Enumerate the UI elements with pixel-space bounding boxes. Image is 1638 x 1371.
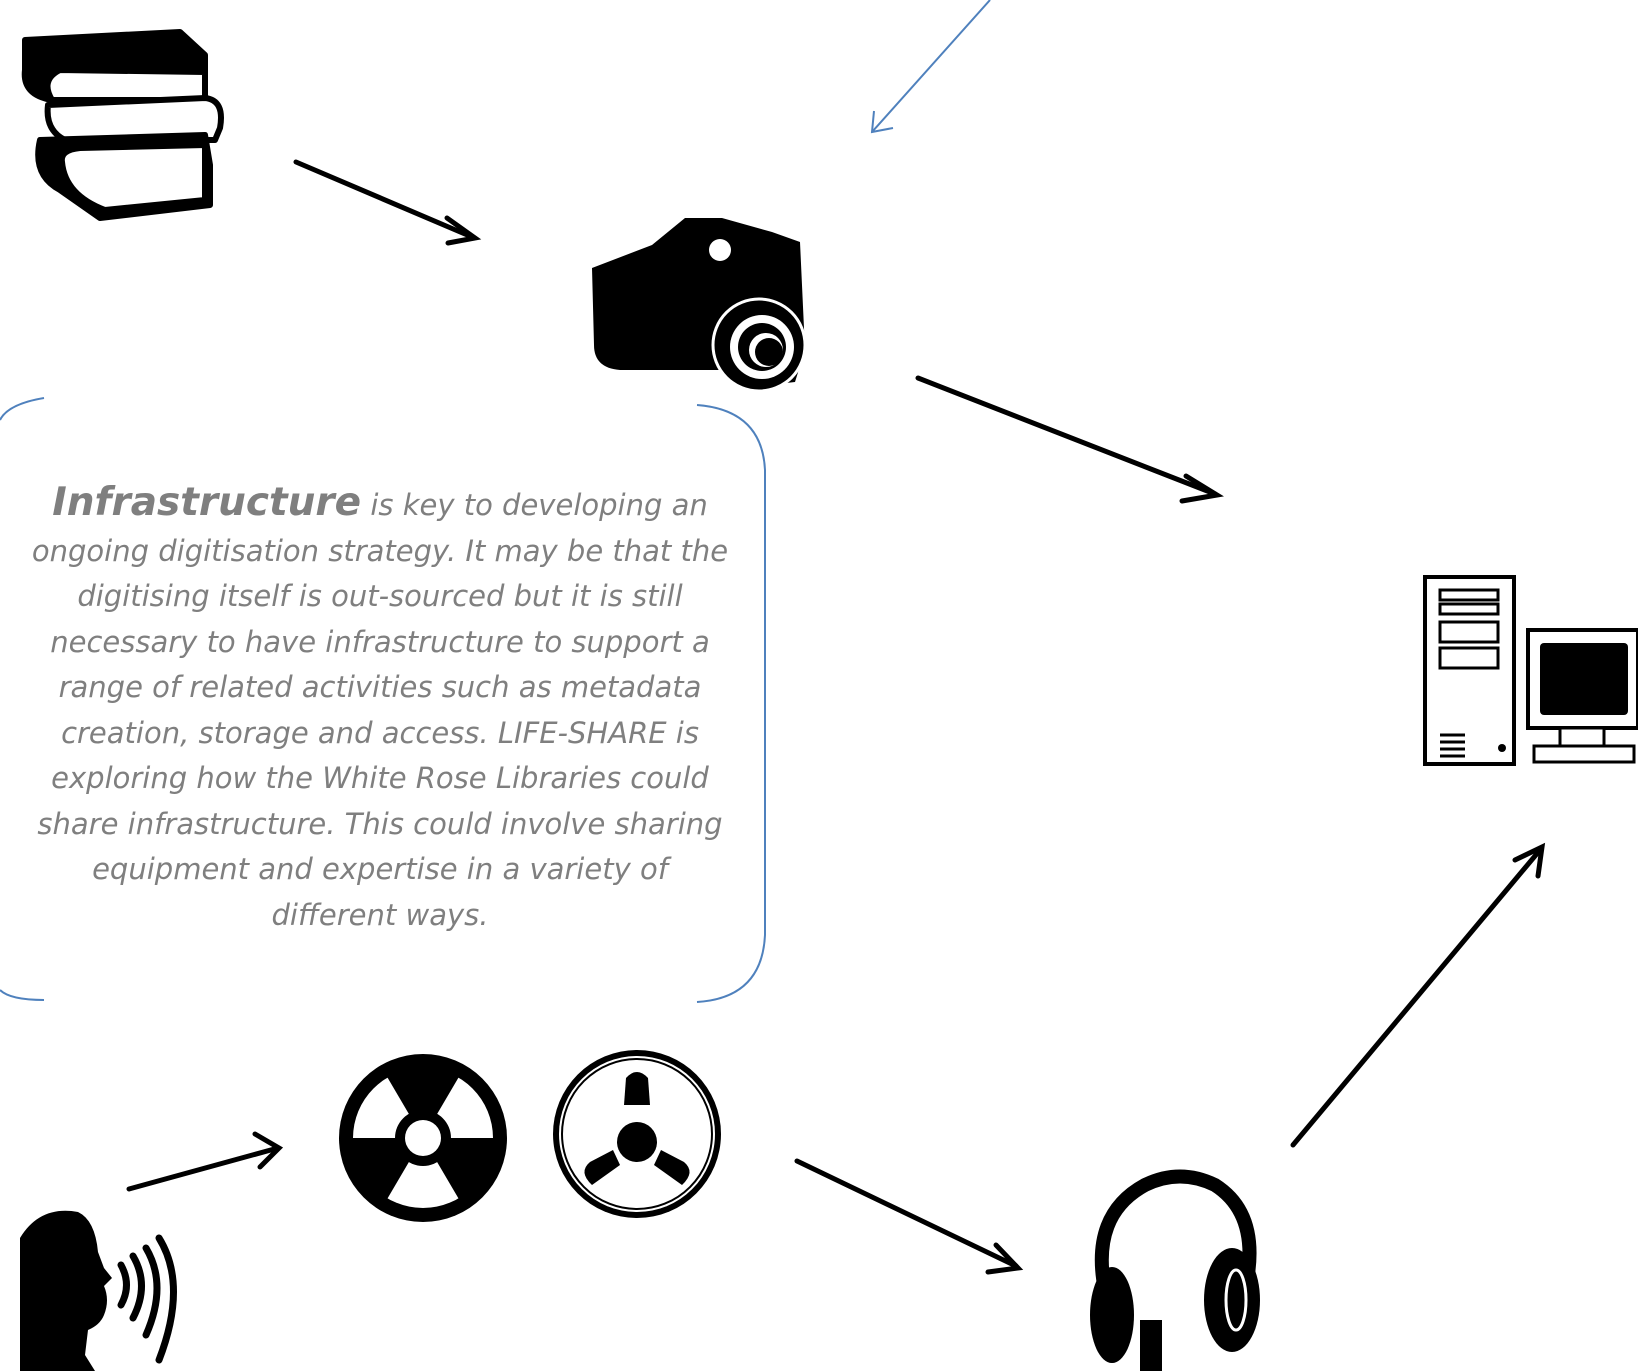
arrow-books-to-camera — [293, 159, 482, 246]
camera-icon — [592, 218, 807, 393]
infrastructure-body: is key to developing an ongoing digitisa… — [31, 488, 729, 932]
infrastructure-description: Infrastructure is key to developing an o… — [30, 480, 730, 938]
info-box-bracket — [0, 397, 766, 1003]
tape-reel-icon — [339, 1050, 721, 1222]
top-pointer-arrow — [870, 0, 991, 134]
arrow-speaker-to-reels — [126, 1131, 284, 1192]
arrow-reels-to-headphones — [794, 1158, 1024, 1275]
computer-icon — [1423, 575, 1638, 766]
arrow-headphones-to-computer — [1290, 842, 1546, 1148]
infrastructure-keyword: Infrastructure — [52, 480, 362, 525]
headphones-icon — [1090, 1169, 1260, 1371]
speaker-icon — [20, 1210, 177, 1371]
books-icon — [21, 29, 224, 221]
arrow-camera-to-computer — [915, 375, 1224, 504]
